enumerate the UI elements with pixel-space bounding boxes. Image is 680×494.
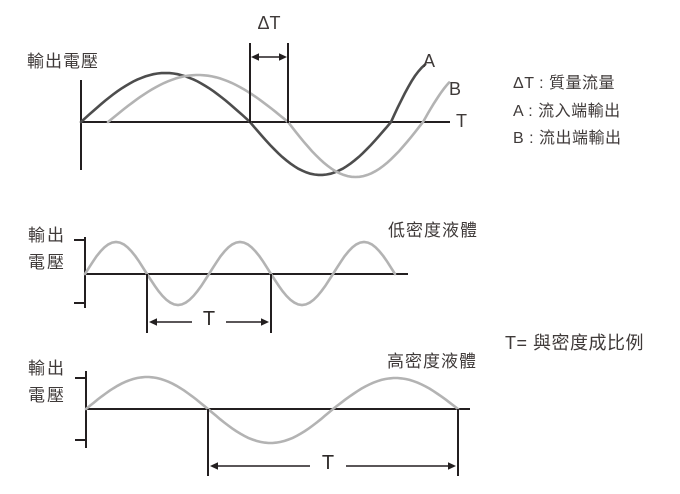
- high-density-chart-group: [75, 371, 470, 476]
- low-density-waveform: [83, 240, 397, 307]
- density-proportional-note: T= 與密度成比例: [505, 333, 645, 353]
- high-density-title: 高密度液體: [387, 352, 477, 371]
- low-density-chart-group: [74, 237, 408, 333]
- high-density-y-axis-label-line1: 輸出: [28, 359, 66, 378]
- legend-item-a: A : 流入端輸出: [513, 102, 621, 120]
- high-density-y-axis-label: 輸出 電壓: [28, 355, 66, 409]
- phase-chart-x-axis-label: T: [456, 111, 467, 131]
- phase-chart-y-axis-label: 輸出電壓: [27, 52, 99, 71]
- high-density-period-label: T: [321, 452, 335, 474]
- low-density-title: 低密度液體: [388, 221, 478, 240]
- low-density-arrowhead-left: [149, 318, 157, 326]
- phase-chart-group: [79, 43, 451, 179]
- low-density-y-axis-label: 輸出 電壓: [28, 222, 66, 276]
- low-density-period-label: T: [202, 308, 216, 330]
- high-density-arrowhead-left: [210, 462, 218, 470]
- curve-b-label: B: [449, 79, 462, 99]
- waveform-b-outlet: [106, 73, 451, 179]
- delta-t-arrowhead-right: [279, 53, 287, 61]
- legend-item-delta-t: ΔT : 質量流量: [513, 75, 616, 92]
- delta-t-label: ΔT: [257, 13, 281, 33]
- high-density-arrowhead-right: [448, 462, 456, 470]
- low-density-arrowhead-right: [261, 318, 269, 326]
- low-density-y-axis-label-line1: 輸出: [28, 226, 66, 245]
- delta-t-arrowhead-left: [251, 53, 259, 61]
- waveform-a-inlet: [79, 63, 427, 177]
- legend-item-b: B : 流出端輸出: [513, 130, 622, 147]
- low-density-y-axis-label-line2: 電壓: [28, 253, 66, 272]
- curve-a-label: A: [423, 51, 436, 71]
- high-density-y-axis-label-line2: 電壓: [28, 386, 66, 405]
- phase-chart-legend: ΔT : 質量流量 A : 流入端輸出 B : 流出端輸出: [513, 70, 622, 153]
- high-density-waveform: [84, 375, 460, 445]
